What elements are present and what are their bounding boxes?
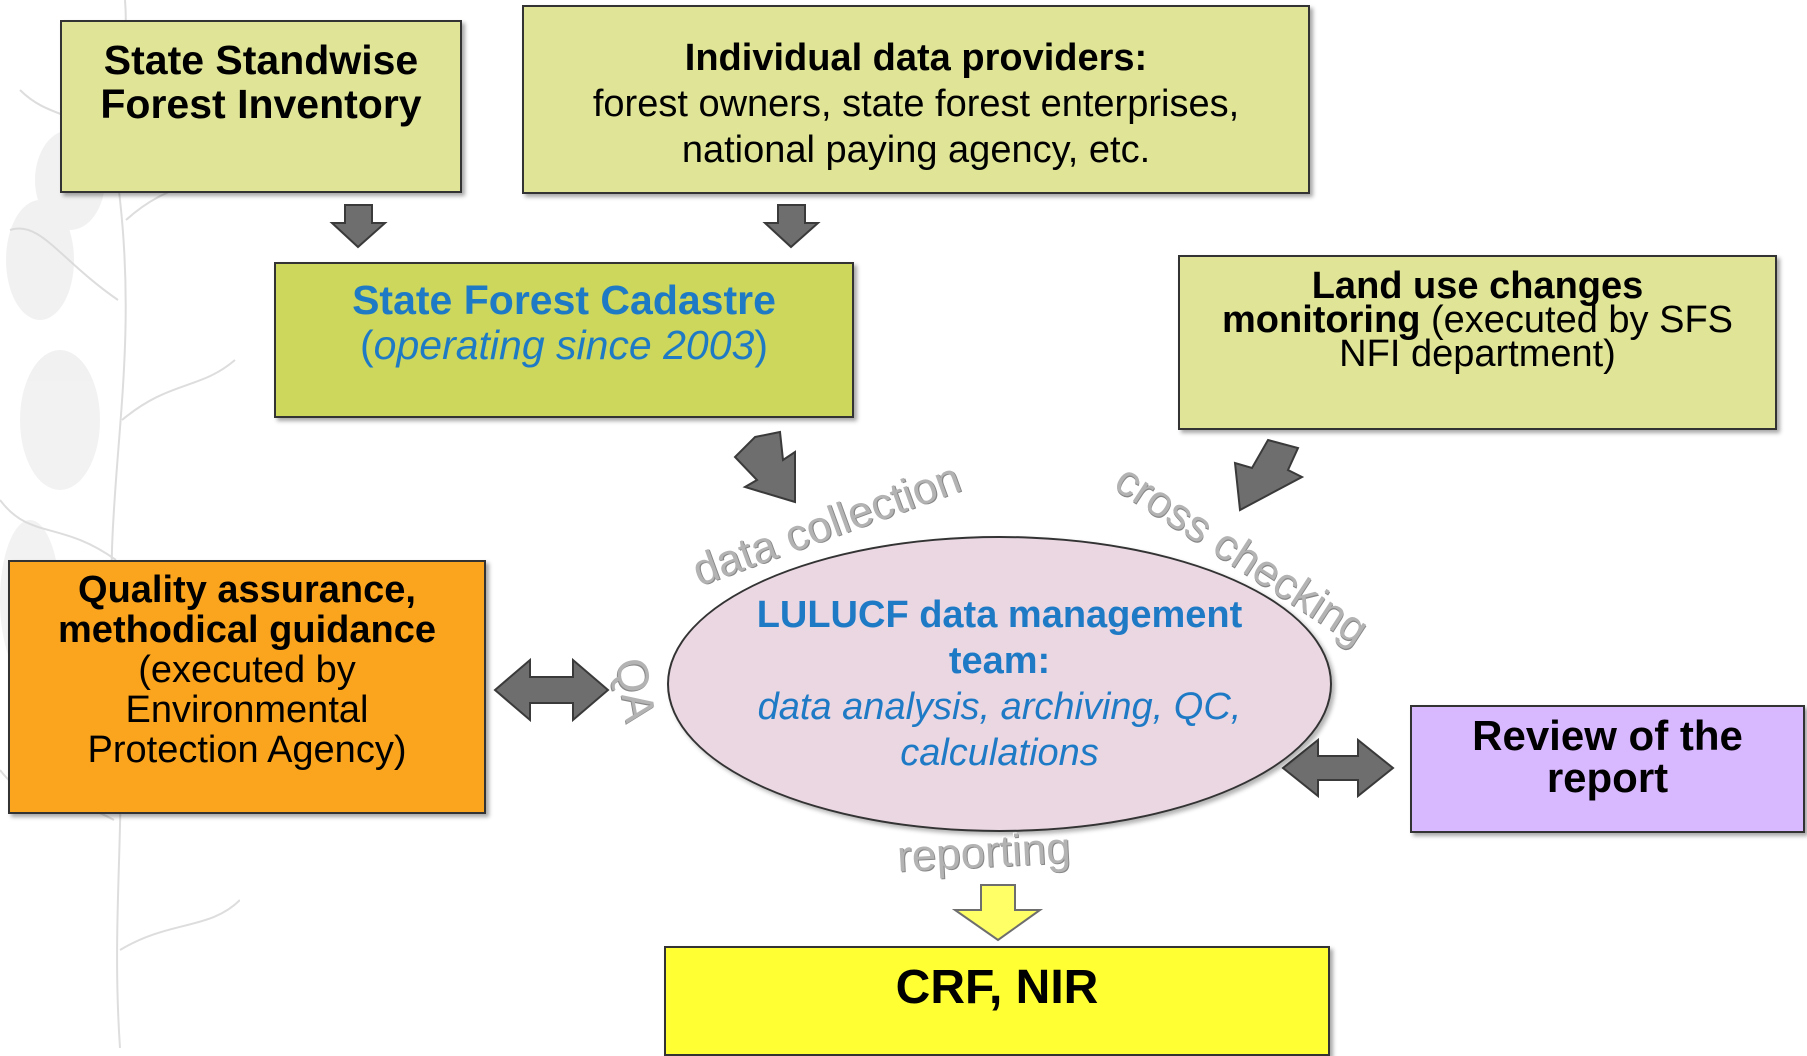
land-use-monitoring: monitoring bbox=[1222, 299, 1421, 341]
review-title-line2: report bbox=[1546, 754, 1669, 801]
arrow-review-double bbox=[1281, 737, 1395, 799]
team-desc-line1: data analysis, archiving, QC, bbox=[757, 686, 1242, 728]
arrow-team-to-crf bbox=[951, 884, 1044, 942]
quality-assurance-box: Quality assurance, methodical guidance (… bbox=[8, 560, 486, 814]
lulucf-team-ellipse: LULUCF data management team: data analys… bbox=[667, 536, 1332, 832]
providers-title: Individual data providers: bbox=[684, 37, 1148, 79]
arrow-providers-to-cadastre bbox=[762, 204, 821, 249]
inventory-title-line2: Forest Inventory bbox=[100, 81, 422, 127]
quality-title-line2: methodical guidance bbox=[58, 609, 436, 651]
quality-line3: (executed by bbox=[138, 649, 356, 691]
land-use-title-line2: monitoring (executed by SFS bbox=[1222, 301, 1733, 339]
quality-line5: Protection Agency) bbox=[87, 729, 407, 771]
review-title-line1: Review of the bbox=[1472, 712, 1743, 759]
state-standwise-forest-inventory-box: State Standwise Forest Inventory bbox=[60, 20, 462, 193]
team-title-line2: team: bbox=[948, 640, 1051, 682]
crf-title: CRF, NIR bbox=[895, 961, 1099, 1014]
label-reporting: reporting bbox=[895, 823, 1072, 882]
individual-data-providers-box: Individual data providers: forest owners… bbox=[522, 5, 1310, 194]
providers-line2: national paying agency, etc. bbox=[681, 129, 1151, 171]
arrow-inventory-to-cadastre bbox=[329, 204, 388, 249]
cadastre-subtitle-line: (operating since 2003) bbox=[360, 323, 768, 368]
quality-line4: Environmental bbox=[125, 689, 369, 731]
cadastre-close-paren: ) bbox=[754, 322, 768, 368]
quality-title-line1: Quality assurance, bbox=[78, 569, 416, 611]
cadastre-subtitle: operating since 2003 bbox=[373, 322, 755, 368]
state-forest-cadastre-box: State Forest Cadastre (operating since 2… bbox=[274, 262, 854, 418]
arrow-landuse-to-team bbox=[1233, 438, 1305, 512]
land-use-title-line1: Land use changes bbox=[1311, 265, 1644, 307]
arrow-qa-double bbox=[493, 657, 610, 723]
land-use-executed-by: (executed by SFS bbox=[1420, 299, 1733, 341]
cadastre-title: State Forest Cadastre bbox=[352, 277, 776, 323]
label-qa: QA bbox=[605, 654, 665, 726]
team-title-line1: LULUCF data management bbox=[756, 594, 1243, 636]
review-of-report-box: Review of the report bbox=[1410, 705, 1805, 833]
team-desc-line2: calculations bbox=[900, 732, 1099, 774]
inventory-title-line1: State Standwise bbox=[103, 37, 419, 83]
land-use-changes-box: Land use changes monitoring (executed by… bbox=[1178, 255, 1777, 430]
cadastre-open-paren: ( bbox=[360, 322, 374, 368]
providers-line1: forest owners, state forest enterprises, bbox=[592, 83, 1240, 125]
arrow-cadastre-to-team bbox=[733, 430, 796, 504]
land-use-line3: NFI department) bbox=[1339, 333, 1616, 375]
